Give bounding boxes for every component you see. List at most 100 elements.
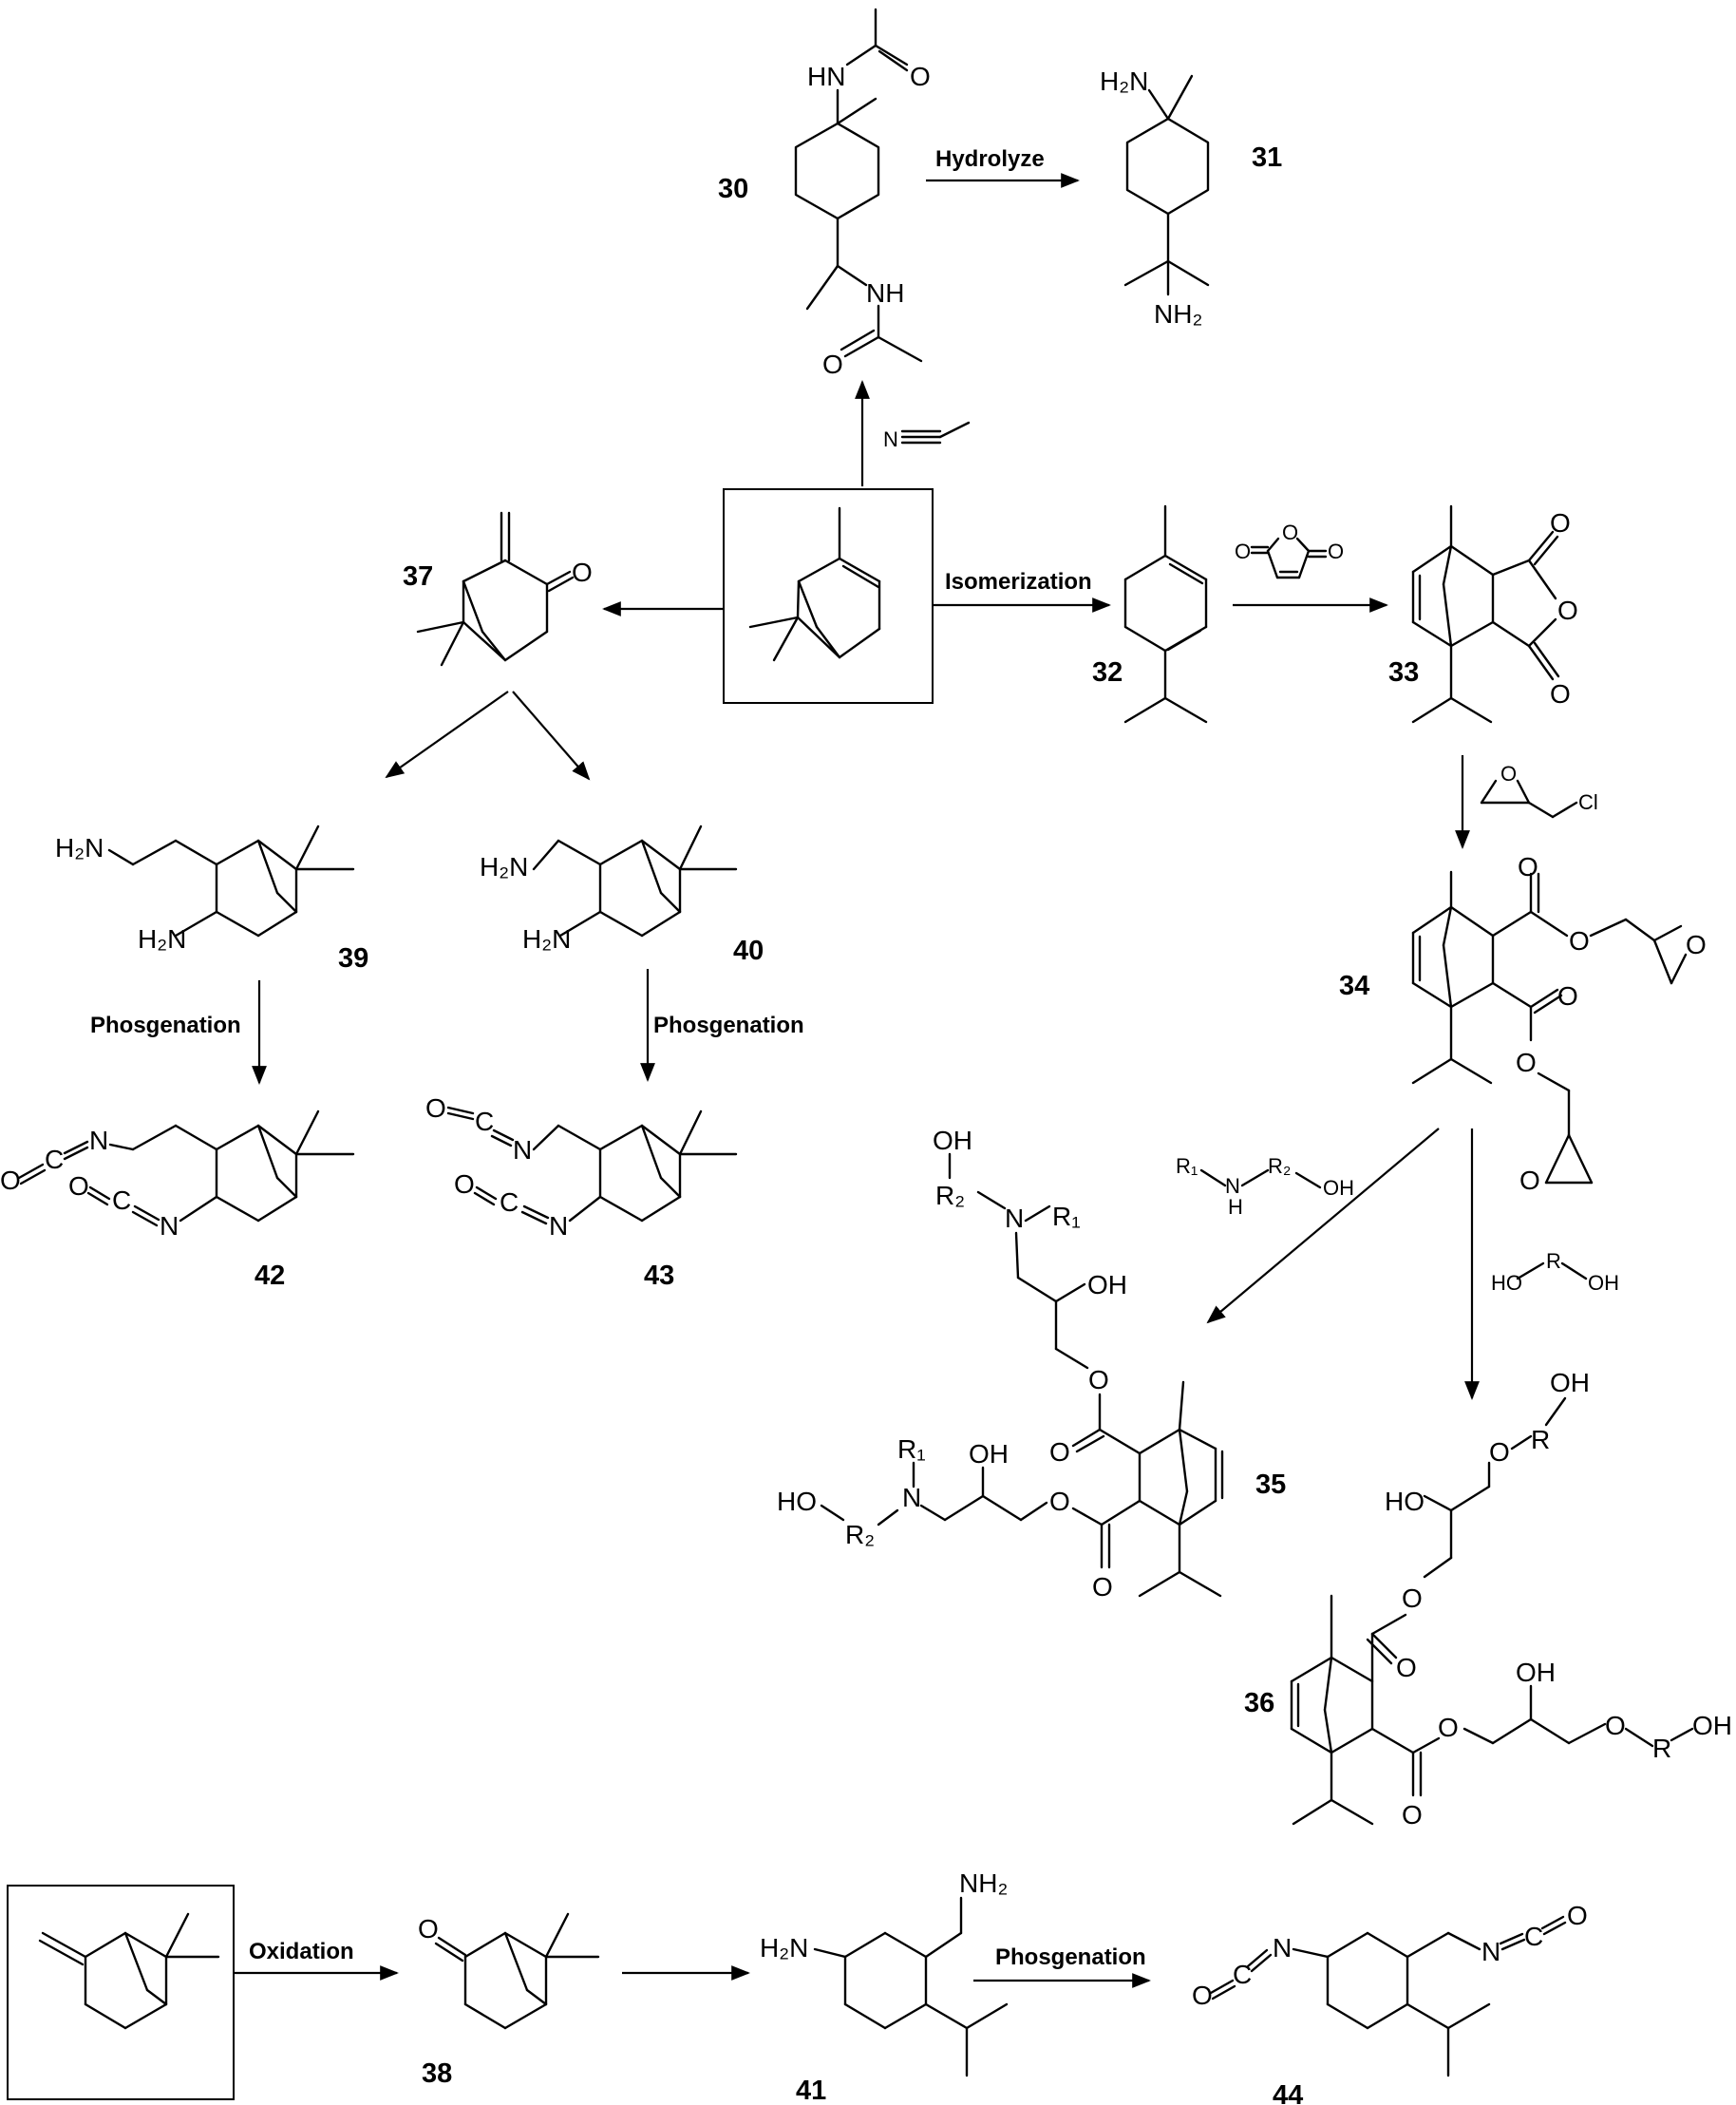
atom-label: O (1328, 540, 1344, 563)
atom-label: O (1282, 521, 1298, 544)
atom-label: N (1273, 1933, 1292, 1963)
arrow-oxidation: Oxidation (234, 1939, 399, 1981)
atom-label: O (1489, 1437, 1510, 1467)
atom-label: O (1516, 1048, 1537, 1077)
atom-label: R₁ (1176, 1154, 1198, 1178)
atom-label: NH (866, 278, 904, 308)
condition-label: Hydrolyze (935, 146, 1045, 172)
atom-label: O (1438, 1713, 1459, 1742)
atom-label: C (500, 1187, 519, 1217)
atom-label: O (1557, 981, 1578, 1011)
atom-label: R₂ (1268, 1154, 1291, 1178)
compound-37-structure: O 37 (403, 511, 593, 667)
condition-label: Phosgenation (653, 1013, 804, 1038)
atom-label: N (160, 1211, 179, 1241)
atom-label: O (1396, 1653, 1417, 1682)
compound-43-structure: O C N N C O 43 (425, 1093, 738, 1291)
compound-35-structure: OH R₂ N R₁ OH O O O O (777, 1126, 1286, 1602)
atom-label: HO (777, 1487, 817, 1516)
atom-label: C (45, 1145, 64, 1174)
atom-label: O (910, 62, 931, 91)
atom-label: O (1049, 1437, 1070, 1467)
atom-label: O (1402, 1800, 1423, 1830)
atom-label: Cl (1578, 790, 1598, 814)
atom-label: HO (1491, 1271, 1522, 1295)
atom-label: R₁ (897, 1434, 926, 1464)
atom-label: NH₂ (959, 1868, 1008, 1898)
atom-label: R (1546, 1249, 1561, 1273)
arrow-epichlorohydrin: O Cl (1455, 755, 1598, 849)
atom-label: O (1567, 1901, 1588, 1930)
atom-label: OH (1087, 1270, 1127, 1299)
compound-31-structure: H₂N NH₂ 31 (1100, 66, 1282, 329)
atom-label: O (454, 1169, 475, 1199)
condition-label: Phosgenation (90, 1013, 241, 1038)
atom-label: O (1686, 930, 1707, 959)
atom-label: O (418, 1914, 439, 1944)
atom-label: H₂N (55, 833, 104, 863)
atom-label: OH (933, 1126, 972, 1155)
compound-number: 31 (1252, 142, 1282, 173)
atom-label: N (883, 427, 898, 451)
arrow-to-40 (512, 691, 591, 781)
compound-number: 32 (1092, 657, 1123, 688)
atom-label: R₂ (935, 1181, 965, 1210)
atom-label: N (89, 1126, 108, 1155)
compound-44-structure: O C N N C O 44 (1192, 1901, 1588, 2105)
atom-label: O (425, 1093, 446, 1123)
condition-label: Isomerization (945, 569, 1092, 595)
atom-label: O (1235, 540, 1251, 563)
atom-label: OH (969, 1439, 1009, 1469)
arrow-diels-alder: O O O (1233, 521, 1388, 613)
compound-36-structure: OH R O HO O O O O (1244, 1368, 1732, 1830)
compound-number: 42 (255, 1261, 285, 1291)
atom-label: O (572, 558, 593, 587)
atom-label: H₂N (1100, 66, 1148, 96)
atom-label: HN (807, 62, 845, 91)
compound-38-structure: O 38 (418, 1912, 600, 2089)
atom-label: O (68, 1171, 89, 1201)
atom-label: C (475, 1107, 494, 1136)
atom-label: O (1557, 596, 1578, 625)
atom-label: N (902, 1483, 921, 1512)
atom-label: R₁ (1052, 1202, 1081, 1231)
atom-label: OH (1588, 1271, 1619, 1295)
compound-number: 40 (733, 936, 764, 966)
atom-label: H₂N (138, 924, 186, 954)
atom-label: O (1519, 1166, 1540, 1195)
atom-label: NH₂ (1154, 299, 1202, 329)
compound-34-structure: O O O O O O 34 (1339, 852, 1707, 1195)
arrow-phosgenation-40-43: Phosgenation (640, 969, 804, 1082)
compound-number: 33 (1388, 657, 1419, 688)
atom-label: O (822, 350, 843, 379)
atom-label: N (1005, 1204, 1024, 1233)
atom-label: R (1531, 1425, 1550, 1454)
beta-pinene-box (7, 1885, 235, 2100)
atom-label: N (513, 1135, 532, 1165)
compound-number: 44 (1273, 2080, 1303, 2105)
atom-label: O (1049, 1487, 1070, 1516)
alpha-pinene-box (723, 488, 934, 704)
atom-label: OH (1550, 1368, 1590, 1397)
atom-label: C (112, 1185, 131, 1215)
atom-label: O (1518, 852, 1538, 882)
compound-42-structure: O C N N C O 42 (0, 1109, 355, 1291)
atom-label: H₂N (760, 1933, 808, 1963)
compound-number: 38 (422, 2058, 452, 2089)
atom-label: N (549, 1211, 568, 1241)
atom-label: C (1524, 1922, 1543, 1951)
atom-label: OH (1692, 1711, 1732, 1740)
arrow-phosgenation-41-44: Phosgenation (973, 1944, 1151, 1988)
atom-label: O (1500, 762, 1517, 786)
compound-number: 34 (1339, 971, 1369, 1001)
compound-39-structure: H₂N H₂N 39 (55, 825, 368, 974)
atom-label: O (1088, 1365, 1109, 1394)
atom-label: N (1481, 1937, 1500, 1966)
compound-33-structure: O O O 33 (1388, 504, 1578, 724)
atom-label: O (1402, 1583, 1423, 1613)
atom-label: O (1550, 508, 1571, 538)
compound-32-structure: 32 (1092, 504, 1208, 724)
atom-label: O (0, 1166, 21, 1195)
arrow-to-36: HO R OH (1464, 1128, 1619, 1400)
